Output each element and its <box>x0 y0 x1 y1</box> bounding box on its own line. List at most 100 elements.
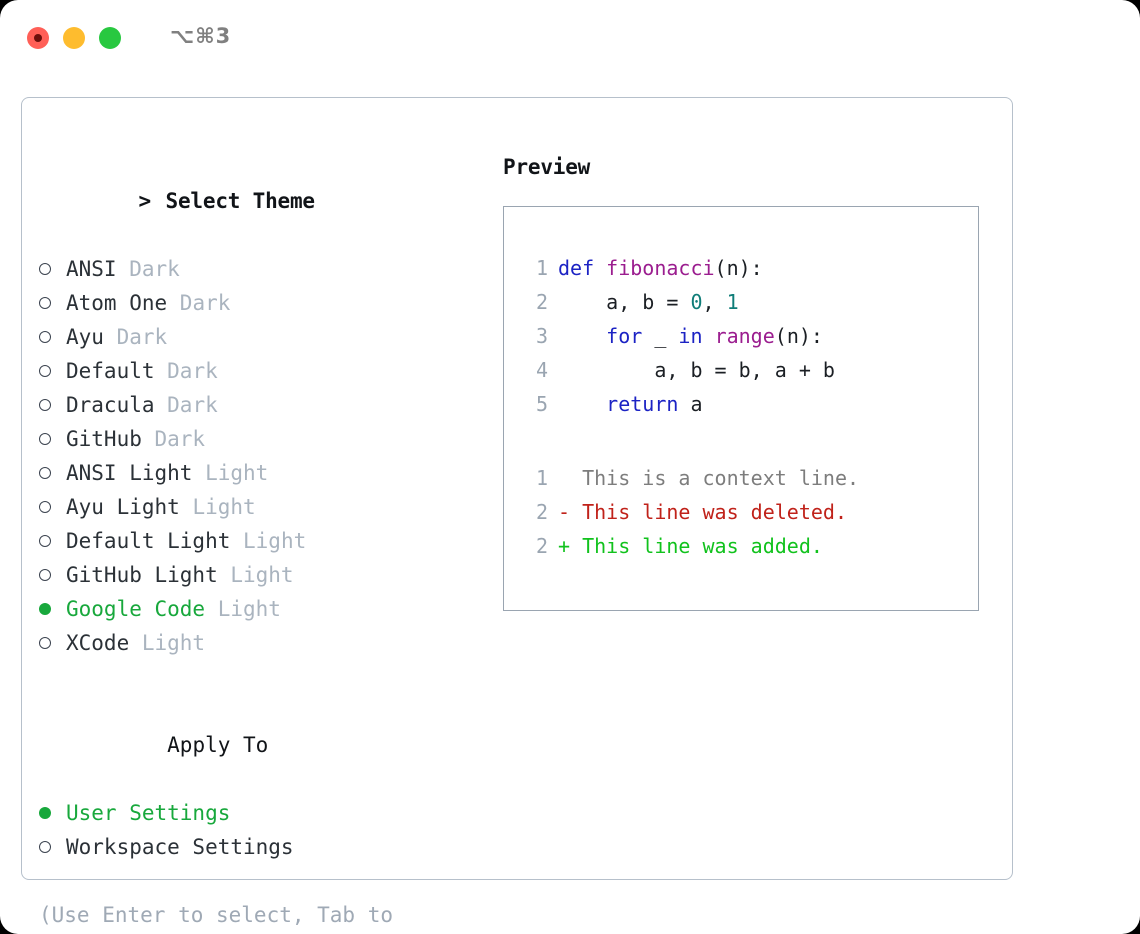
theme-option-category: Dark <box>167 291 231 315</box>
line-number: 5 <box>535 392 548 416</box>
radio-dot <box>39 467 51 479</box>
close-window-button[interactable] <box>27 27 49 49</box>
maximize-window-button[interactable] <box>99 27 121 49</box>
diff-content: This is a context line. <box>570 466 860 490</box>
theme-option-row[interactable]: Dracula Dark <box>39 388 479 422</box>
code-token-pl: (n): <box>774 324 823 348</box>
theme-option-label: XCode <box>66 631 130 655</box>
diff-content: This line was added. <box>570 534 823 558</box>
diff-content: This line was deleted. <box>570 500 847 524</box>
theme-option-row[interactable]: ANSI Dark <box>39 252 479 286</box>
radio-dot <box>39 535 51 547</box>
theme-option-label: Atom One <box>66 291 168 315</box>
code-token-fn: range <box>714 324 775 348</box>
code-text: a, b = 0, 1 <box>548 285 738 319</box>
radio-dot <box>39 807 51 819</box>
title-bar: ⌥⌘3 <box>0 0 1140 78</box>
theme-option-category: Dark <box>116 257 180 281</box>
code-line: 3 for _ in range(n): <box>504 319 978 353</box>
code-token-fn: fibonacci <box>606 256 715 280</box>
theme-option-label: ANSI Light <box>66 461 193 485</box>
theme-option-row[interactable]: Google Code Light <box>39 592 479 626</box>
diff-line: 2- This line was deleted. <box>504 495 978 529</box>
radio-dot <box>39 841 51 853</box>
code-token-pl <box>703 324 715 348</box>
theme-option-row[interactable]: GitHub Dark <box>39 422 479 456</box>
apply-to-option-label: User Settings <box>66 801 231 825</box>
code-token-pl: a, b = <box>558 290 691 314</box>
theme-option-category: Light <box>129 631 206 655</box>
minimize-window-button[interactable] <box>63 27 85 49</box>
apply-to-option-label: Workspace Settings <box>66 835 294 859</box>
radio-dot <box>39 263 51 275</box>
radio-dot <box>39 603 51 615</box>
code-text: def fibonacci(n): <box>548 251 763 285</box>
diff-sample: 1 This is a context line.2- This line wa… <box>504 461 978 563</box>
diff-marker: + <box>558 534 571 558</box>
apply-to-option-row[interactable]: Workspace Settings <box>39 830 479 864</box>
theme-option-category: Dark <box>154 393 218 417</box>
line-number: 1 <box>535 466 548 490</box>
code-token-pl: _ <box>642 324 679 348</box>
radio-dot <box>39 297 51 309</box>
apply-to-title: Apply To <box>167 733 269 757</box>
diff-marker <box>558 466 570 490</box>
theme-option-label: Default Light <box>66 529 231 553</box>
theme-option-row[interactable]: Atom One Dark <box>39 286 479 320</box>
keyboard-shortcut-label: ⌥⌘3 <box>170 24 232 48</box>
theme-option-label: Default <box>66 359 155 383</box>
theme-option-category: Dark <box>141 427 206 451</box>
theme-option-label: Ayu Light <box>66 495 180 519</box>
code-token-kw: in <box>678 324 703 348</box>
theme-option-row[interactable]: ANSI Light Light <box>39 456 479 490</box>
theme-option-row[interactable]: XCode Light <box>39 626 479 660</box>
line-number: 2 <box>535 534 548 558</box>
code-line: 5 return a <box>504 387 978 421</box>
theme-option-row[interactable]: Ayu Light Light <box>39 490 479 524</box>
code-line: 2 a, b = 0, 1 <box>504 285 978 319</box>
radio-dot <box>39 365 51 377</box>
theme-option-row[interactable]: Ayu Dark <box>39 320 479 354</box>
line-number: 3 <box>535 324 548 348</box>
line-number: 2 <box>535 500 548 524</box>
theme-option-row[interactable]: Default Light Light <box>39 524 479 558</box>
code-text: a, b = b, a + b <box>548 353 835 387</box>
line-number: 4 <box>535 358 548 382</box>
radio-dot <box>39 501 51 513</box>
code-text: return a <box>548 387 703 421</box>
line-number: 1 <box>535 256 548 280</box>
section-spacer <box>39 660 479 694</box>
theme-option-category: Light <box>179 495 256 519</box>
diff-text-del: - This line was deleted. <box>548 495 847 529</box>
radio-dot <box>39 569 51 581</box>
code-token-pl <box>558 324 606 348</box>
window-controls <box>27 27 121 49</box>
theme-option-category: Dark <box>103 325 168 349</box>
radio-dot <box>39 637 51 649</box>
select-theme-title: Select Theme <box>165 189 316 213</box>
theme-option-row[interactable]: GitHub Light Light <box>39 558 479 592</box>
theme-option-category: Light <box>230 529 307 553</box>
code-text: for _ in range(n): <box>548 319 823 353</box>
radio-dot <box>39 433 51 445</box>
select-theme-heading: >Select Theme <box>39 150 479 252</box>
theme-option-label: Dracula <box>66 393 155 417</box>
code-token-kw: for <box>606 324 643 348</box>
code-token-pl: a <box>678 392 703 416</box>
diff-text-ctx: This is a context line. <box>548 461 859 495</box>
diff-line: 2 + This line was added. <box>504 529 978 563</box>
apply-to-option-row[interactable]: User Settings <box>39 796 479 830</box>
theme-option-category: Light <box>205 597 281 621</box>
theme-option-row[interactable]: Default Dark <box>39 354 479 388</box>
code-token-pl: , <box>702 290 727 314</box>
diff-line: 1 This is a context line. <box>504 461 978 495</box>
code-diff-spacer <box>504 421 978 461</box>
theme-option-label: Ayu <box>66 325 104 349</box>
code-token-pl: (n): <box>714 256 763 280</box>
